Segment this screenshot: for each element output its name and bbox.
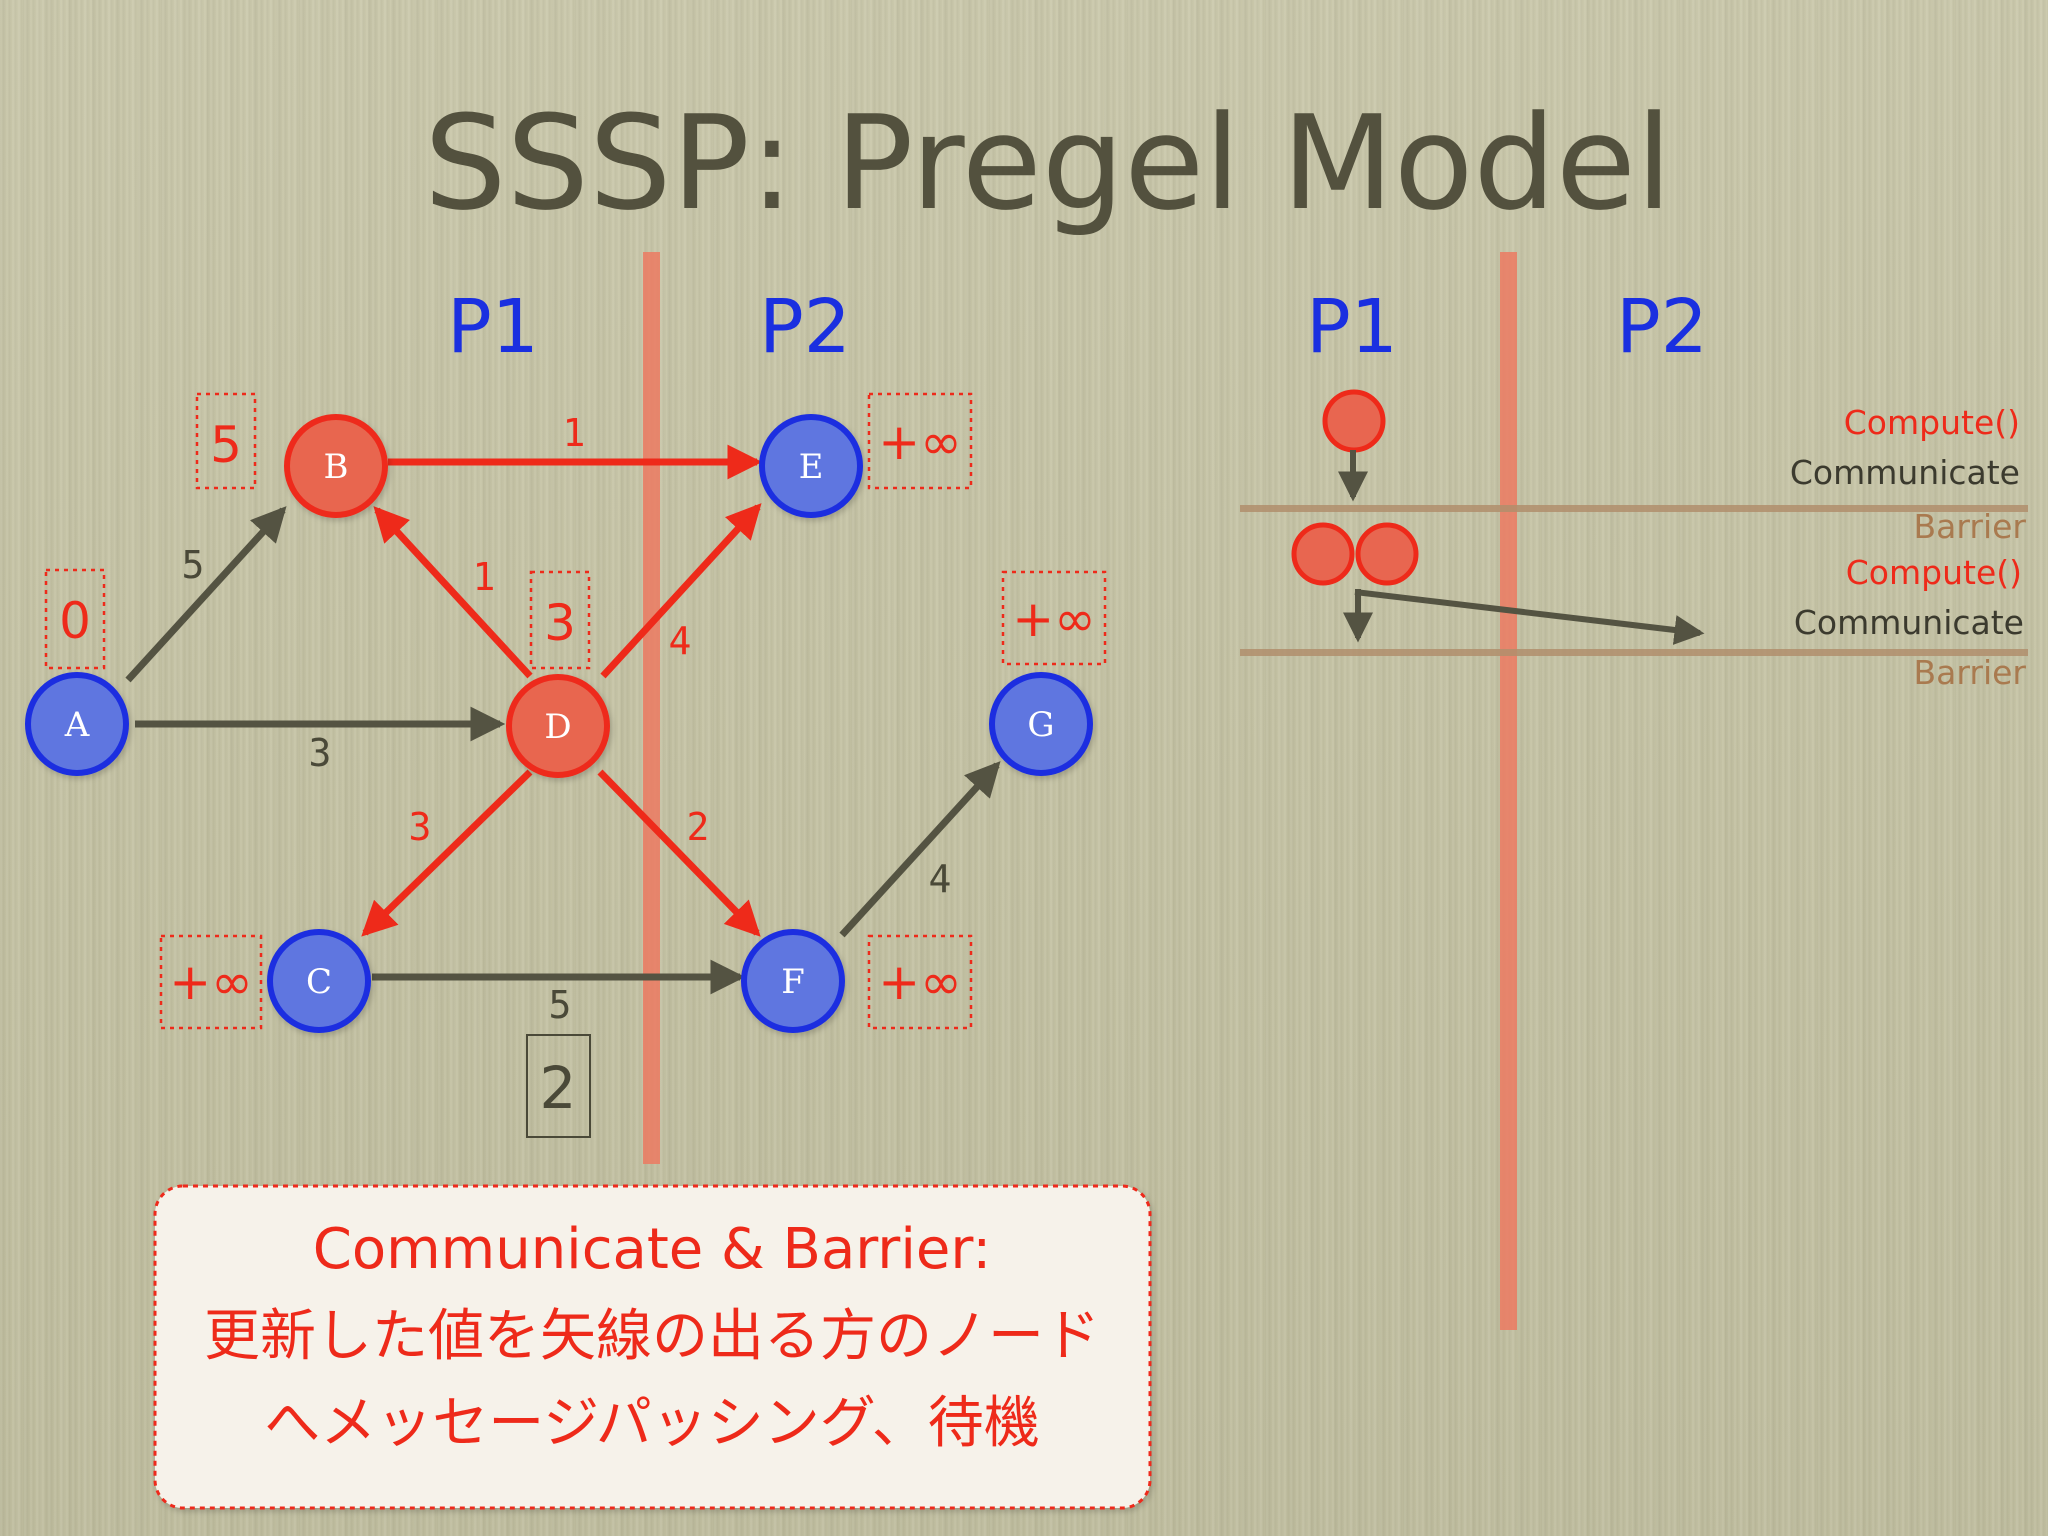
edge-weight-b-e: 1 xyxy=(563,411,586,455)
callout-line-3: へメッセージパッシング、待機 xyxy=(264,1391,1040,1456)
graph-partition-label-p2: P2 xyxy=(759,284,851,370)
edge-weight-d-f: 2 xyxy=(687,805,710,849)
distance-box-f: +∞ xyxy=(867,934,973,1030)
slide-title: SSSP: Pregel Model xyxy=(424,87,1672,239)
phase-label-compute-2: Compute() xyxy=(1846,553,2022,592)
edge-weight-c-f: 5 xyxy=(549,983,572,1027)
superstep-box: 2 xyxy=(526,1034,591,1138)
distance-box-a: 0 xyxy=(44,568,106,670)
distance-value-e: +∞ xyxy=(878,413,962,471)
callout-box: Communicate & Barrier: 更新した値を矢線の出る方のノード … xyxy=(153,1184,1152,1510)
distance-value-g: +∞ xyxy=(1012,590,1096,648)
node-e: E xyxy=(759,414,863,518)
distance-value-b: 5 xyxy=(210,416,242,474)
distance-box-e: +∞ xyxy=(867,392,973,490)
partition-divider xyxy=(643,252,660,1164)
compute-circle-step2-a xyxy=(1291,522,1355,586)
callout-heading: Communicate & Barrier: xyxy=(313,1217,992,1282)
edge-weight-a-b: 5 xyxy=(182,543,205,587)
node-d: D xyxy=(506,674,610,778)
distance-value-a: 0 xyxy=(59,592,91,650)
barrier-line-2 xyxy=(1240,649,2028,656)
distance-box-b: 5 xyxy=(195,392,257,490)
distance-value-d: 3 xyxy=(544,594,576,652)
distance-value-f: +∞ xyxy=(878,953,962,1011)
phase-label-communicate-1: Communicate xyxy=(1790,453,2020,492)
node-a-label: A xyxy=(64,705,90,745)
callout-line-2: 更新した値を矢線の出る方のノード xyxy=(204,1304,1100,1369)
graph-diagram: P1 P2 5 3 1 1 4 3 2 5 4 A B xyxy=(25,252,1107,1164)
node-g-label: G xyxy=(1027,705,1054,745)
phase-label-barrier-1: Barrier xyxy=(1914,507,2027,546)
phase-label-communicate-2: Communicate xyxy=(1794,603,2024,642)
node-f: F xyxy=(741,929,845,1033)
edge-d-b xyxy=(373,506,533,679)
node-b: B xyxy=(284,414,388,518)
edge-weight-d-e: 4 xyxy=(669,619,692,663)
distance-value-c: +∞ xyxy=(169,953,253,1011)
timeline-diagram: P1 P2 Compute() Communicate Barrier Comp… xyxy=(1240,252,2028,1330)
edge-a-b xyxy=(125,506,287,683)
node-a: A xyxy=(25,672,129,776)
node-c-label: C xyxy=(306,962,332,1002)
edge-d-c xyxy=(361,769,533,937)
timeline-partition-divider xyxy=(1500,252,1517,1330)
edge-weight-f-g: 4 xyxy=(929,857,952,901)
distance-box-g: +∞ xyxy=(1001,570,1107,666)
node-e-label: E xyxy=(799,447,824,487)
compute-circle-step1 xyxy=(1322,389,1386,453)
graph-edges xyxy=(125,444,1001,995)
node-c: C xyxy=(267,929,371,1033)
phase-label-compute-1: Compute() xyxy=(1844,403,2020,442)
communicate-arrow-step2-remote xyxy=(1354,589,1705,645)
barrier-line-1 xyxy=(1240,505,2028,512)
edge-weight-d-c: 3 xyxy=(409,805,432,849)
edge-f-g xyxy=(839,761,1001,938)
edge-d-f xyxy=(597,769,761,937)
edge-weight-d-b: 1 xyxy=(473,555,496,599)
compute-circle-step2-b xyxy=(1355,522,1419,586)
timeline-partition-label-p1: P1 xyxy=(1306,284,1398,370)
edge-d-e xyxy=(600,503,762,679)
distance-box-c: +∞ xyxy=(159,934,263,1030)
node-f-label: F xyxy=(781,962,805,1002)
node-d-label: D xyxy=(544,707,571,747)
edge-weight-a-d: 3 xyxy=(309,731,332,775)
node-b-label: B xyxy=(324,447,349,487)
phase-label-barrier-2: Barrier xyxy=(1914,653,2027,692)
graph-partition-label-p1: P1 xyxy=(447,284,539,370)
timeline-partition-label-p2: P2 xyxy=(1616,284,1708,370)
node-g: G xyxy=(989,672,1093,776)
superstep-value: 2 xyxy=(540,1054,577,1122)
distance-box-d: 3 xyxy=(529,570,591,670)
